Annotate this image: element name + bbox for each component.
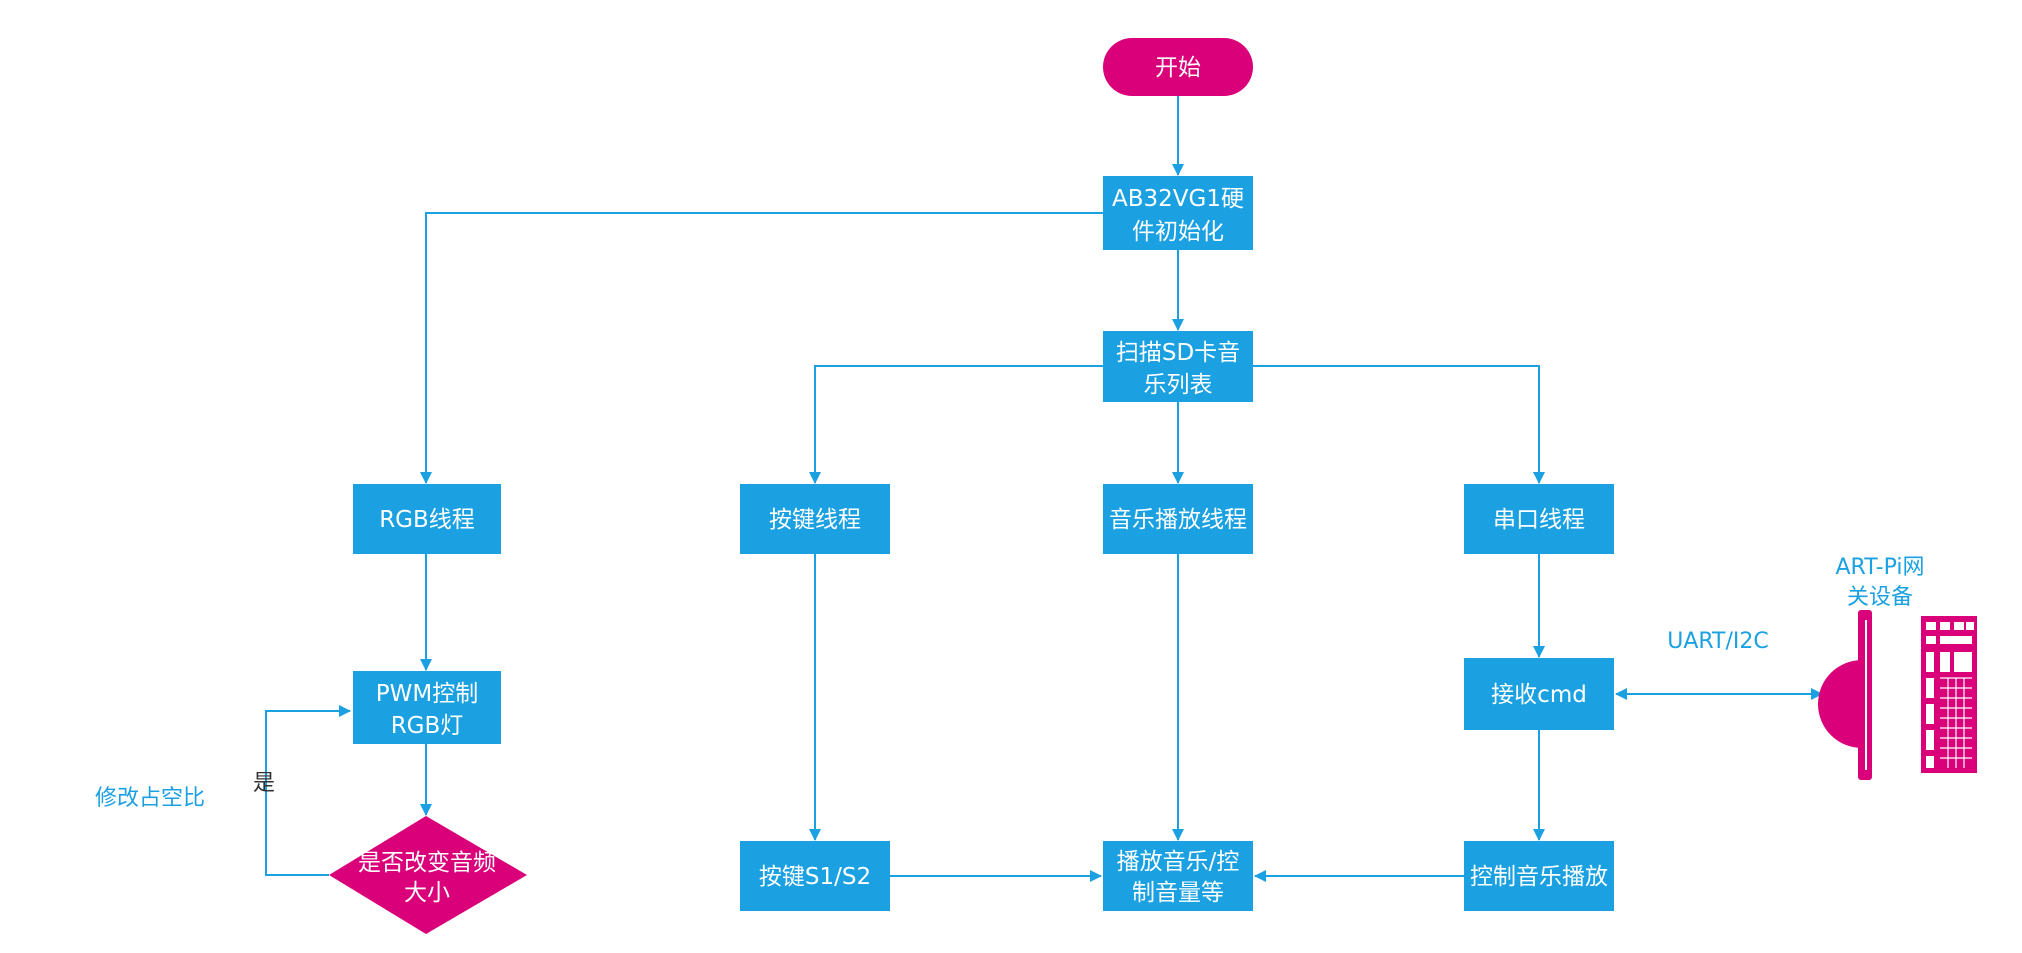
hardware-init-node: AB32VG1硬 件初始化 [1103, 176, 1253, 250]
receive-cmd-label: 接收cmd [1491, 682, 1587, 708]
connectors [265, 96, 1823, 882]
arrow-decision-yes-loop [265, 705, 351, 876]
rgb-thread-label: RGB线程 [379, 507, 475, 533]
rgb-thread-node: RGB线程 [353, 484, 501, 554]
music-thread-node: 音乐播放线程 [1103, 484, 1253, 554]
pwm-control-node: PWM控制 RGB灯 [353, 671, 501, 744]
control-playback-node: 控制音乐播放 [1464, 841, 1614, 911]
key-thread-node: 按键线程 [740, 484, 890, 554]
gateway-label-line1: ART-Pi网 [1836, 555, 1925, 580]
hardware-init-label-line2: 件初始化 [1132, 219, 1224, 245]
control-playback-label: 控制音乐播放 [1470, 864, 1608, 890]
arrow-scan-to-uart-thread [1253, 365, 1545, 484]
key-s1-s2-node: 按键S1/S2 [740, 841, 890, 911]
arrow-init-to-rgb-thread [420, 212, 1103, 484]
receive-cmd-node: 接收cmd [1464, 658, 1614, 730]
pwm-control-label-line1: PWM控制 [376, 681, 478, 707]
uart-thread-node: 串口线程 [1464, 484, 1614, 554]
key-thread-label: 按键线程 [769, 507, 861, 533]
start-label: 开始 [1155, 55, 1201, 81]
volume-change-decision: 是否改变音频 大小 [329, 816, 527, 934]
scan-sd-node: 扫描SD卡音 乐列表 [1103, 331, 1253, 402]
play-music-label-line2: 制音量等 [1132, 880, 1224, 906]
pwm-control-label-line2: RGB灯 [391, 713, 464, 739]
start-node: 开始 [1103, 38, 1253, 96]
key-s1-s2-label: 按键S1/S2 [759, 864, 871, 890]
decision-label-line1: 是否改变音频 [358, 850, 496, 876]
modify-duty-cycle-label: 修改占空比 [95, 786, 205, 811]
arrow-scan-to-key-thread [809, 365, 1103, 484]
yes-label: 是 [253, 771, 275, 796]
play-music-node: 播放音乐/控 制音量等 [1103, 841, 1253, 911]
scan-sd-label-line1: 扫描SD卡音 [1116, 340, 1240, 366]
decision-label-line2: 大小 [404, 880, 450, 906]
scan-sd-label-line2: 乐列表 [1144, 372, 1213, 398]
uart-i2c-label: UART/I2C [1667, 629, 1769, 654]
gateway-label-line2: 关设备 [1847, 585, 1913, 610]
uart-thread-label: 串口线程 [1493, 507, 1585, 533]
hardware-init-label-line1: AB32VG1硬 [1112, 186, 1244, 212]
play-music-label-line1: 播放音乐/控 [1117, 849, 1240, 875]
music-thread-label: 音乐播放线程 [1109, 507, 1247, 533]
computer-icon [1818, 610, 1977, 780]
